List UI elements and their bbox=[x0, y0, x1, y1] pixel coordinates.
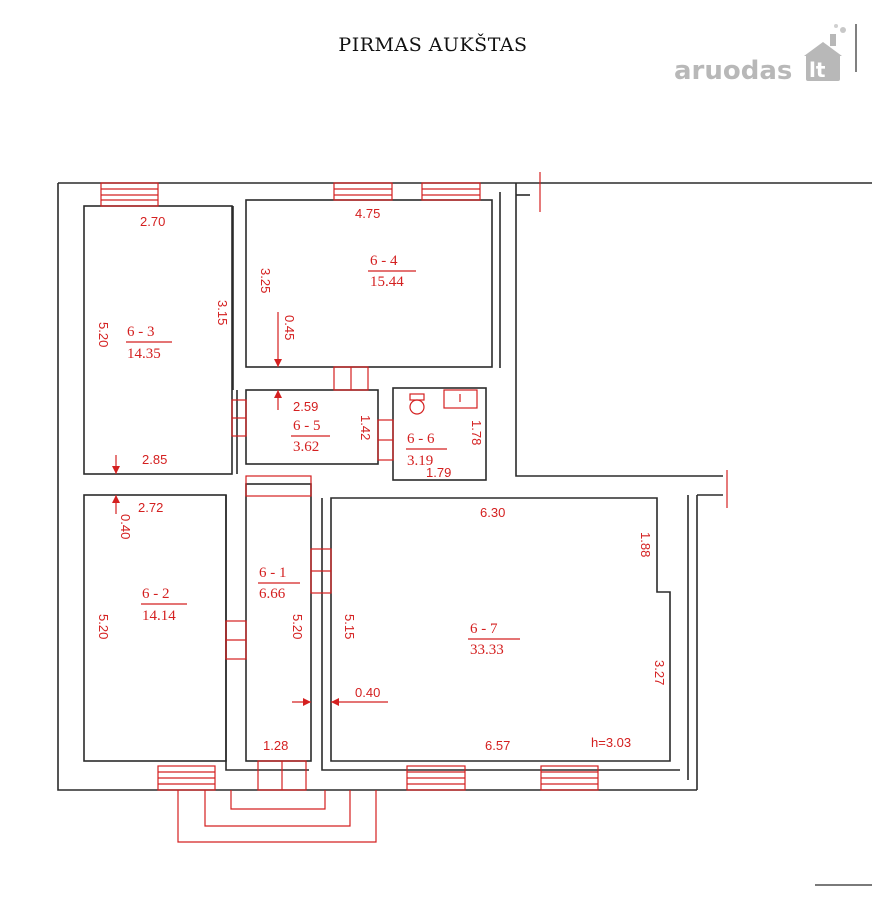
watermark-logo: aruodas lt bbox=[674, 24, 846, 86]
room-6-4-id: 6 - 4 bbox=[370, 253, 398, 269]
dim-r61-bottom: 1.28 bbox=[263, 738, 288, 753]
openings bbox=[100, 172, 728, 843]
dim-r67-left: 5.15 bbox=[342, 614, 357, 639]
walls bbox=[57, 182, 872, 791]
ceiling-height: h=3.03 bbox=[591, 735, 631, 750]
dim-r67-right-upper: 1.88 bbox=[638, 532, 653, 557]
dim-r66-side: 1.78 bbox=[469, 420, 484, 445]
room-6-5-id: 6 - 5 bbox=[293, 418, 321, 434]
room-6-4-area: 15.44 bbox=[370, 274, 404, 290]
room-6-1-id: 6 - 1 bbox=[259, 565, 287, 581]
dim-r66-bottom: 1.79 bbox=[426, 465, 451, 480]
dim-r62-offset: 0.40 bbox=[118, 514, 133, 539]
entrance-steps bbox=[177, 790, 377, 843]
watermark-house-icon bbox=[806, 54, 840, 81]
room-6-3-area: 14.35 bbox=[127, 346, 161, 362]
dim-r64-offset: 0.45 bbox=[282, 315, 297, 340]
room-6-4-outline bbox=[245, 199, 493, 368]
room-6-6-id: 6 - 6 bbox=[407, 431, 435, 447]
watermark-tld: lt bbox=[809, 58, 826, 82]
room-6-7-area: 33.33 bbox=[470, 642, 504, 658]
dim-r65-side: 1.42 bbox=[358, 415, 373, 440]
dim-r63-left: 5.20 bbox=[96, 322, 111, 347]
dim-r67-bottom: 6.57 bbox=[485, 738, 510, 753]
dim-r62-left: 5.20 bbox=[96, 614, 111, 639]
dim-r64-top: 4.75 bbox=[355, 206, 380, 221]
room-6-5-area: 3.62 bbox=[293, 439, 319, 455]
room-6-2-area: 14.14 bbox=[142, 608, 176, 624]
dimension-labels: 2.70 3.15 5.20 2.85 4.75 3.25 0.45 2.59 … bbox=[96, 206, 667, 753]
dim-r63-top: 2.70 bbox=[140, 214, 165, 229]
dim-r67-top: 6.30 bbox=[480, 505, 505, 520]
dim-r63-bottom: 2.85 bbox=[142, 452, 167, 467]
dim-r62-top: 2.72 bbox=[138, 500, 163, 515]
dim-r67-offset: 0.40 bbox=[355, 685, 380, 700]
dim-r65-top: 2.59 bbox=[293, 399, 318, 414]
watermark-text: aruodas bbox=[674, 56, 792, 86]
dim-r61-side: 5.20 bbox=[290, 614, 305, 639]
plan-title: PIRMAS AUKŠTAS bbox=[338, 33, 527, 56]
dim-r67-right-lower: 3.27 bbox=[652, 660, 667, 685]
sink-icon bbox=[443, 389, 478, 409]
room-6-6-area: 3.19 bbox=[407, 453, 433, 469]
room-6-7-id: 6 - 7 bbox=[470, 621, 498, 637]
room-6-3-id: 6 - 3 bbox=[127, 324, 155, 340]
dim-r63-right: 3.15 bbox=[215, 300, 230, 325]
dimension-markers bbox=[112, 312, 388, 706]
room-labels: 6 - 3 14.35 6 - 4 15.44 6 - 5 3.62 6 - 6… bbox=[126, 253, 520, 658]
room-6-7-outline bbox=[330, 497, 671, 762]
dim-r64-left: 3.25 bbox=[258, 268, 273, 293]
room-6-1-area: 6.66 bbox=[259, 586, 286, 602]
toilet-icon bbox=[409, 399, 425, 415]
room-6-2-id: 6 - 2 bbox=[142, 586, 170, 602]
